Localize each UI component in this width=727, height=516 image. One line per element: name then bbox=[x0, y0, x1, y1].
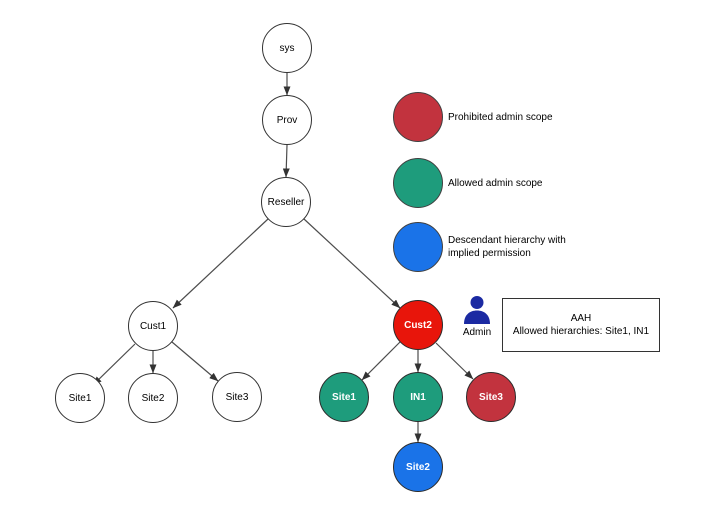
node-cust2: Cust2 bbox=[393, 300, 443, 350]
prohibited-scope-swatch bbox=[393, 92, 443, 142]
node-site2-right: Site2 bbox=[393, 442, 443, 492]
edge-prov-reseller bbox=[282, 144, 290, 178]
node-in1: IN1 bbox=[393, 372, 443, 422]
node-site3-left: Site3 bbox=[212, 372, 262, 422]
legend-item-prohibited: Prohibited admin scope bbox=[393, 92, 553, 142]
node-site2-left: Site2 bbox=[128, 373, 178, 423]
node-sys: sys bbox=[262, 23, 312, 73]
legend-item-allowed: Allowed admin scope bbox=[393, 158, 543, 208]
allowed-scope-swatch bbox=[393, 158, 443, 208]
edge-reseller-cust2 bbox=[303, 218, 401, 309]
admin-label: Admin bbox=[462, 327, 492, 338]
edge-cust1-site3 bbox=[171, 341, 219, 382]
aah-allowed-hierarchies: Allowed hierarchies: Site1, IN1 bbox=[512, 326, 650, 337]
legend-label-prohibited: Prohibited admin scope bbox=[448, 111, 553, 123]
edge-cust1-site1 bbox=[92, 343, 136, 386]
node-cust1: Cust1 bbox=[128, 301, 178, 351]
edge-reseller-cust1 bbox=[172, 218, 269, 309]
admin-figure: Admin bbox=[456, 295, 498, 338]
edge-cust2-site1 bbox=[361, 341, 401, 381]
aah-title: AAH bbox=[570, 313, 592, 324]
legend-item-descendant: Descendant hierarchy with implied permis… bbox=[393, 222, 586, 272]
descendant-hierarchy-swatch bbox=[393, 222, 443, 272]
node-site3-right: Site3 bbox=[466, 372, 516, 422]
node-site1-right: Site1 bbox=[319, 372, 369, 422]
admin-person-icon bbox=[464, 296, 490, 324]
edge-cust2-site3 bbox=[435, 342, 474, 380]
legend-label-allowed: Allowed admin scope bbox=[448, 177, 543, 189]
aah-box: AAH Allowed hierarchies: Site1, IN1 bbox=[502, 298, 660, 352]
node-reseller: Reseller bbox=[261, 177, 311, 227]
legend-label-descendant: Descendant hierarchy with implied permis… bbox=[448, 235, 566, 259]
node-prov: Prov bbox=[262, 95, 312, 145]
node-site1-left: Site1 bbox=[55, 373, 105, 423]
